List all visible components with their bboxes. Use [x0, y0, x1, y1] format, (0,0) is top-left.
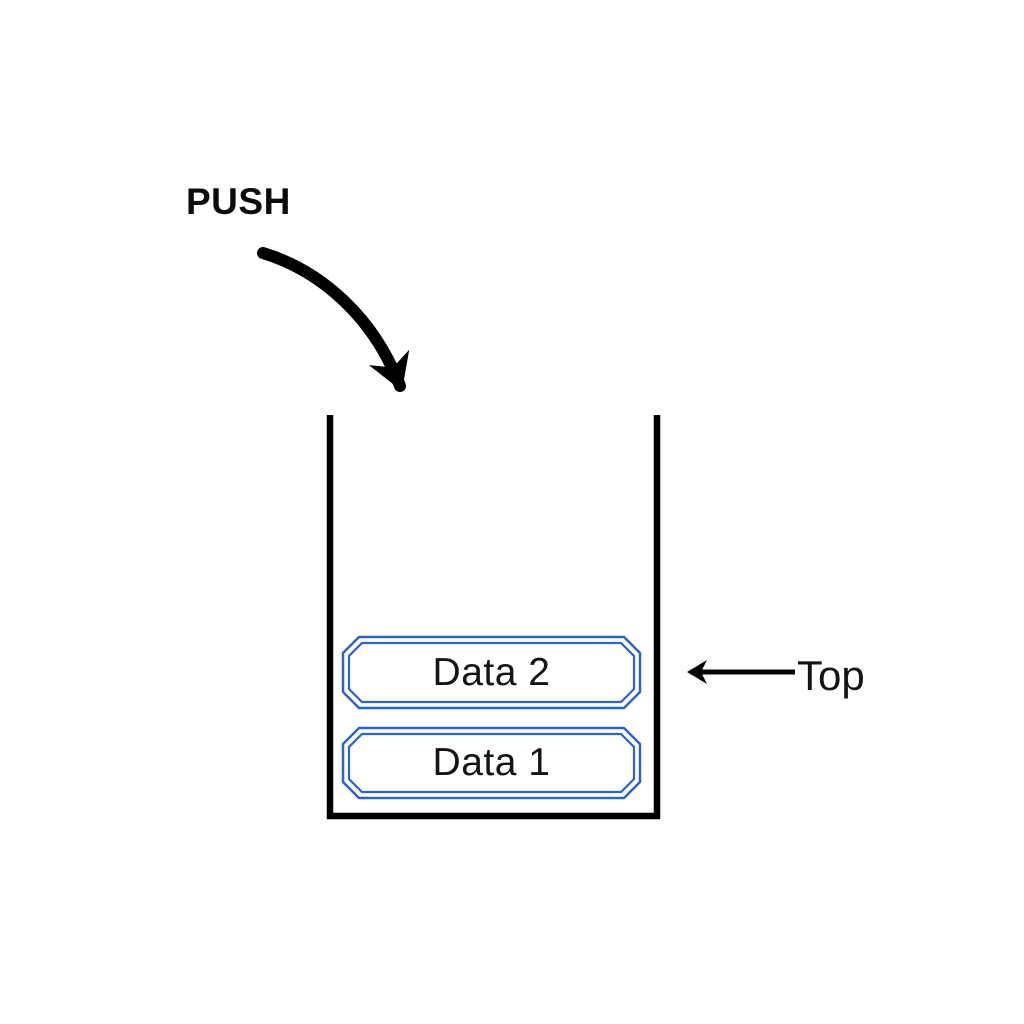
- push-curved-down-arrow-icon: [257, 247, 410, 392]
- stack-item-inner-border: [347, 732, 636, 794]
- stack-item-outer-border: [341, 726, 642, 800]
- stack-item-outer-border: [341, 635, 642, 710]
- stack-item-label-data1: Data 1: [432, 741, 551, 784]
- push-operation-label: PUSH: [186, 181, 291, 222]
- stack-container-outline: [326, 415, 661, 820]
- stack-item-label-data2: Data 2: [432, 650, 551, 694]
- stack-item-shape-data1: [341, 726, 642, 800]
- stack-item-shape-data2: [341, 635, 642, 710]
- top-pointer-label: Top: [797, 652, 865, 699]
- stack-item-inner-border: [347, 641, 636, 704]
